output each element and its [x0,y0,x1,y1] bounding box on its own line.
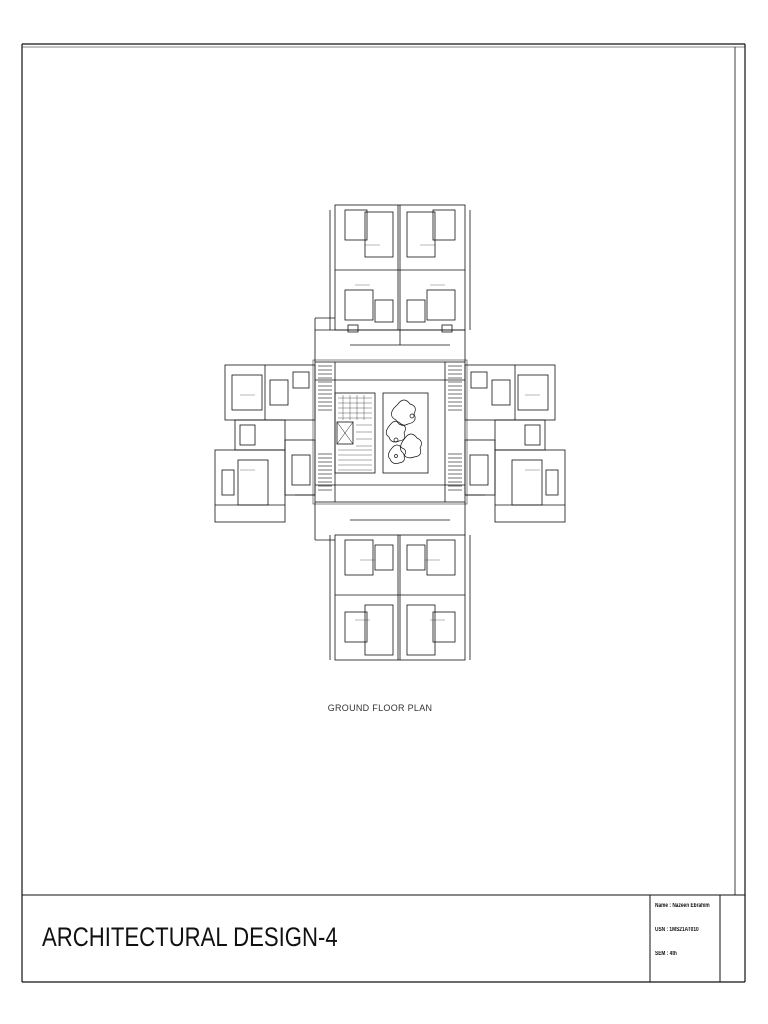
top-wing [314,204,471,362]
student-semester: SEM : 4th [655,951,677,957]
project-title: ARCHITECTURAL DESIGN-4 [42,922,338,952]
plan-caption: GROUND FLOOR PLAN [327,703,433,713]
central-courtyard [312,359,468,505]
left-wing [214,364,316,523]
title-block [22,894,745,982]
stair-hatching [318,365,462,491]
student-usn: USN : 1MS21AT010 [655,927,699,933]
sheet-border [21,43,746,983]
room-annotations [240,244,540,621]
courtyard-trees [385,399,422,464]
paving-pattern [338,395,372,471]
bottom-wing [314,502,471,661]
student-name: Name : Nazeen Ebrahim [655,903,710,909]
right-wing [464,364,566,523]
ground-floor-plan [214,204,566,661]
